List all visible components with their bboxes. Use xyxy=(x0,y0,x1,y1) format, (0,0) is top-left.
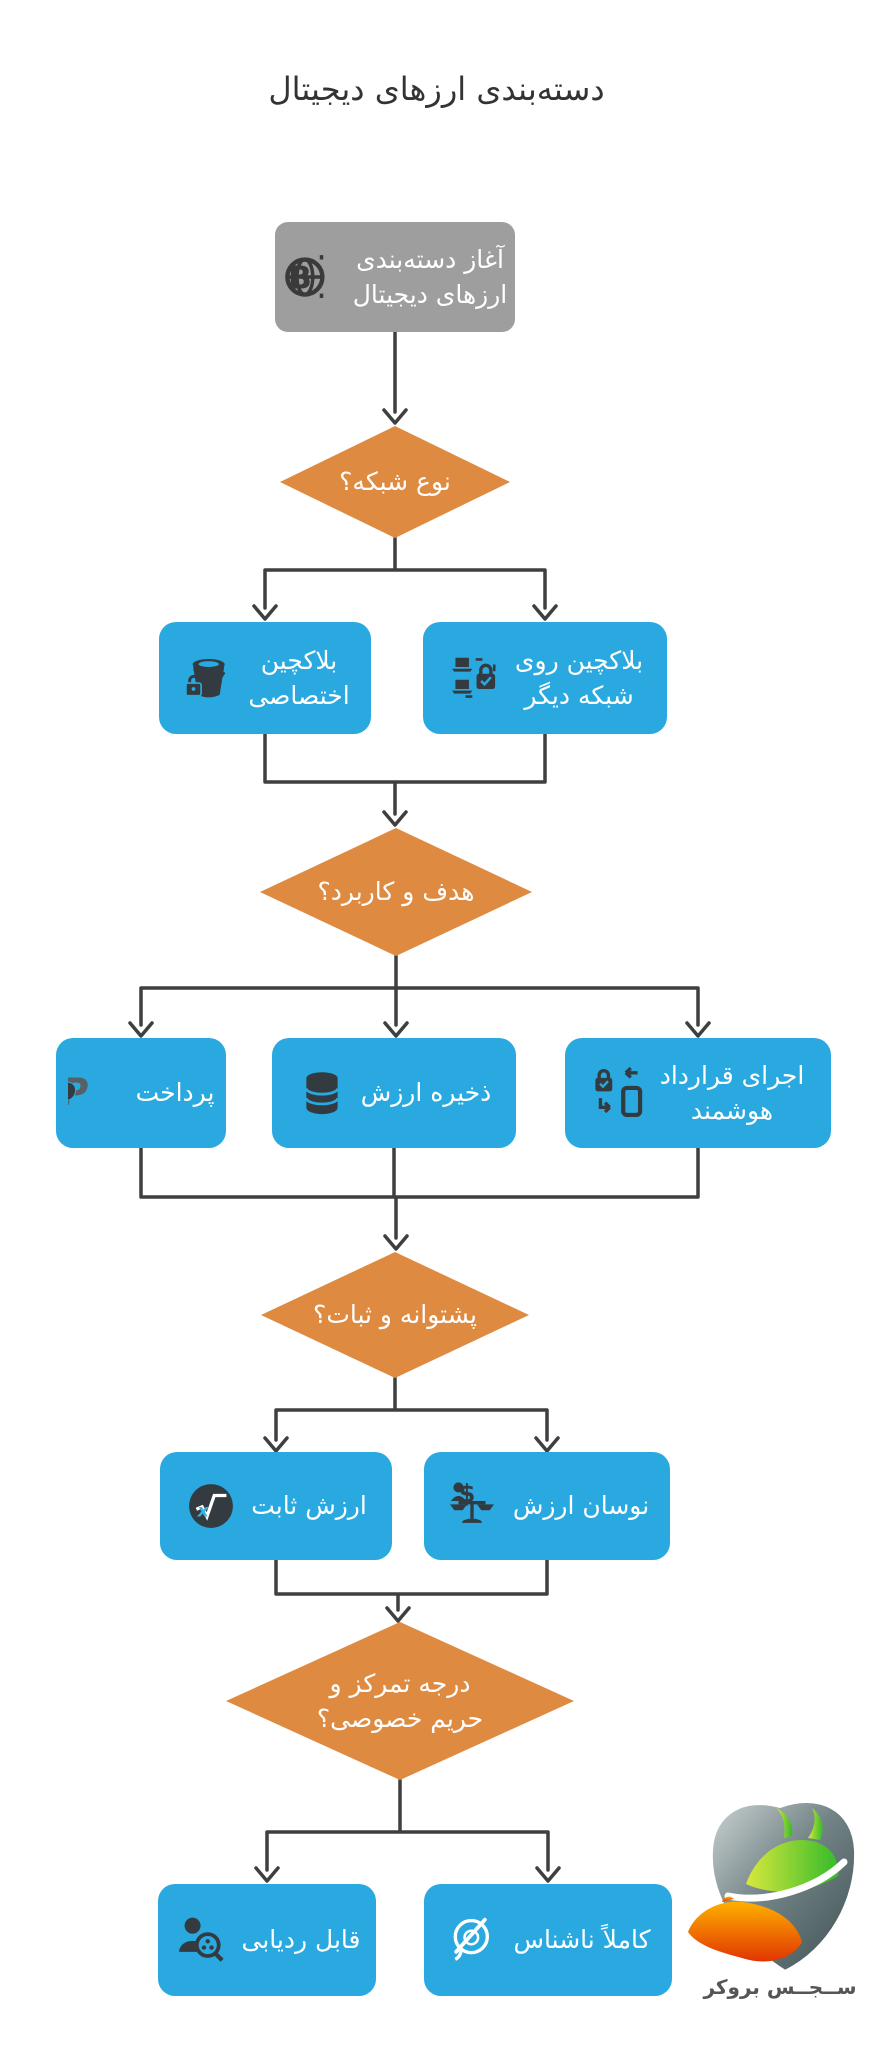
node-volatile-value-label: نوسان ارزش xyxy=(512,1491,650,1521)
node-store-of-value-label: ذخیره ارزش xyxy=(360,1078,492,1108)
node-fully-anonymous-label: کاملاً ناشناس xyxy=(513,1925,651,1955)
svg-text:P: P xyxy=(68,1076,76,1119)
svg-text:B: B xyxy=(288,260,312,296)
paypal-icon: P P xyxy=(68,1066,122,1120)
svg-text:P: P xyxy=(68,1071,88,1114)
globe-bitcoin-icon: B xyxy=(283,249,339,305)
node-payment-label: پرداخت xyxy=(135,1078,215,1108)
edge-merge-to-backing xyxy=(139,1146,700,1251)
brand-logo: ســجــس بروکر xyxy=(688,1792,873,2046)
node-dedicated-blockchain: بلاکچین اختصاصی xyxy=(159,622,371,734)
laptops-lock-icon xyxy=(447,651,501,705)
node-stable-value: ارزش ثابت x xyxy=(160,1452,392,1560)
edge-start-to-network xyxy=(382,330,408,425)
node-store-of-value: ذخیره ارزش xyxy=(272,1038,516,1148)
logo-brand-text: ســجــس بروکر xyxy=(702,1975,856,1999)
balance-scale-icon: $ xyxy=(445,1479,499,1533)
edge-merge-to-purpose xyxy=(263,732,547,827)
node-smart-contract: اجرای قرارداد هوشمند xyxy=(565,1038,831,1148)
node-volatile-value: نوسان ارزش $ xyxy=(424,1452,670,1560)
lock-phone-swap-icon xyxy=(592,1066,646,1120)
edge-purpose-branches xyxy=(128,954,711,1038)
svg-text:$: $ xyxy=(458,1479,475,1508)
decision-backing-stability-label: پشتوانه و ثبات؟ xyxy=(313,1300,477,1330)
sqrt-icon: x xyxy=(185,1480,237,1532)
node-fully-anonymous: کاملاً ناشناس xyxy=(424,1884,672,1996)
node-stable-value-label: ارزش ثابت xyxy=(251,1491,367,1521)
node-dedicated-blockchain-label: بلاکچین اختصاصی xyxy=(248,645,350,711)
node-blockchain-other-network: بلاکچین روی شبکه دیگر xyxy=(423,622,667,734)
node-smart-contract-label: اجرای قرارداد هوشمند xyxy=(659,1060,805,1126)
node-traceable: قابل ردیابی xyxy=(158,1884,376,1996)
logo-bear-icon xyxy=(688,1896,802,1962)
person-magnifier-icon xyxy=(174,1913,228,1967)
edge-network-branches xyxy=(252,536,558,621)
decision-centralization-privacy-label: درجه تمرکز و حریم خصوصی؟ xyxy=(316,1668,484,1734)
decision-purpose-label: هدف و کاربرد؟ xyxy=(317,877,475,907)
bucket-lock-icon xyxy=(180,651,234,705)
edge-merge-to-privacy xyxy=(274,1558,549,1623)
decision-network-type-label: نوع شبکه؟ xyxy=(339,467,451,497)
logo-swoosh xyxy=(724,1858,848,1902)
no-tracking-icon xyxy=(446,1913,500,1967)
edge-privacy-branches xyxy=(254,1778,561,1883)
node-traceable-label: قابل ردیابی xyxy=(241,1925,361,1955)
node-blockchain-other-network-label: بلاکچین روی شبکه دیگر xyxy=(514,645,644,711)
node-start: آغاز دسته‌بندی ارزهای دیجیتال B xyxy=(275,222,515,332)
node-payment: پرداخت P P xyxy=(56,1038,226,1148)
edge-backing-branches xyxy=(263,1376,560,1453)
page-title: دسته‌بندی ارزهای دیجیتال xyxy=(268,70,605,108)
svg-text:x: x xyxy=(197,1502,210,1522)
node-start-label: آغاز دسته‌بندی ارزهای دیجیتال xyxy=(352,244,508,310)
database-icon xyxy=(297,1068,347,1118)
